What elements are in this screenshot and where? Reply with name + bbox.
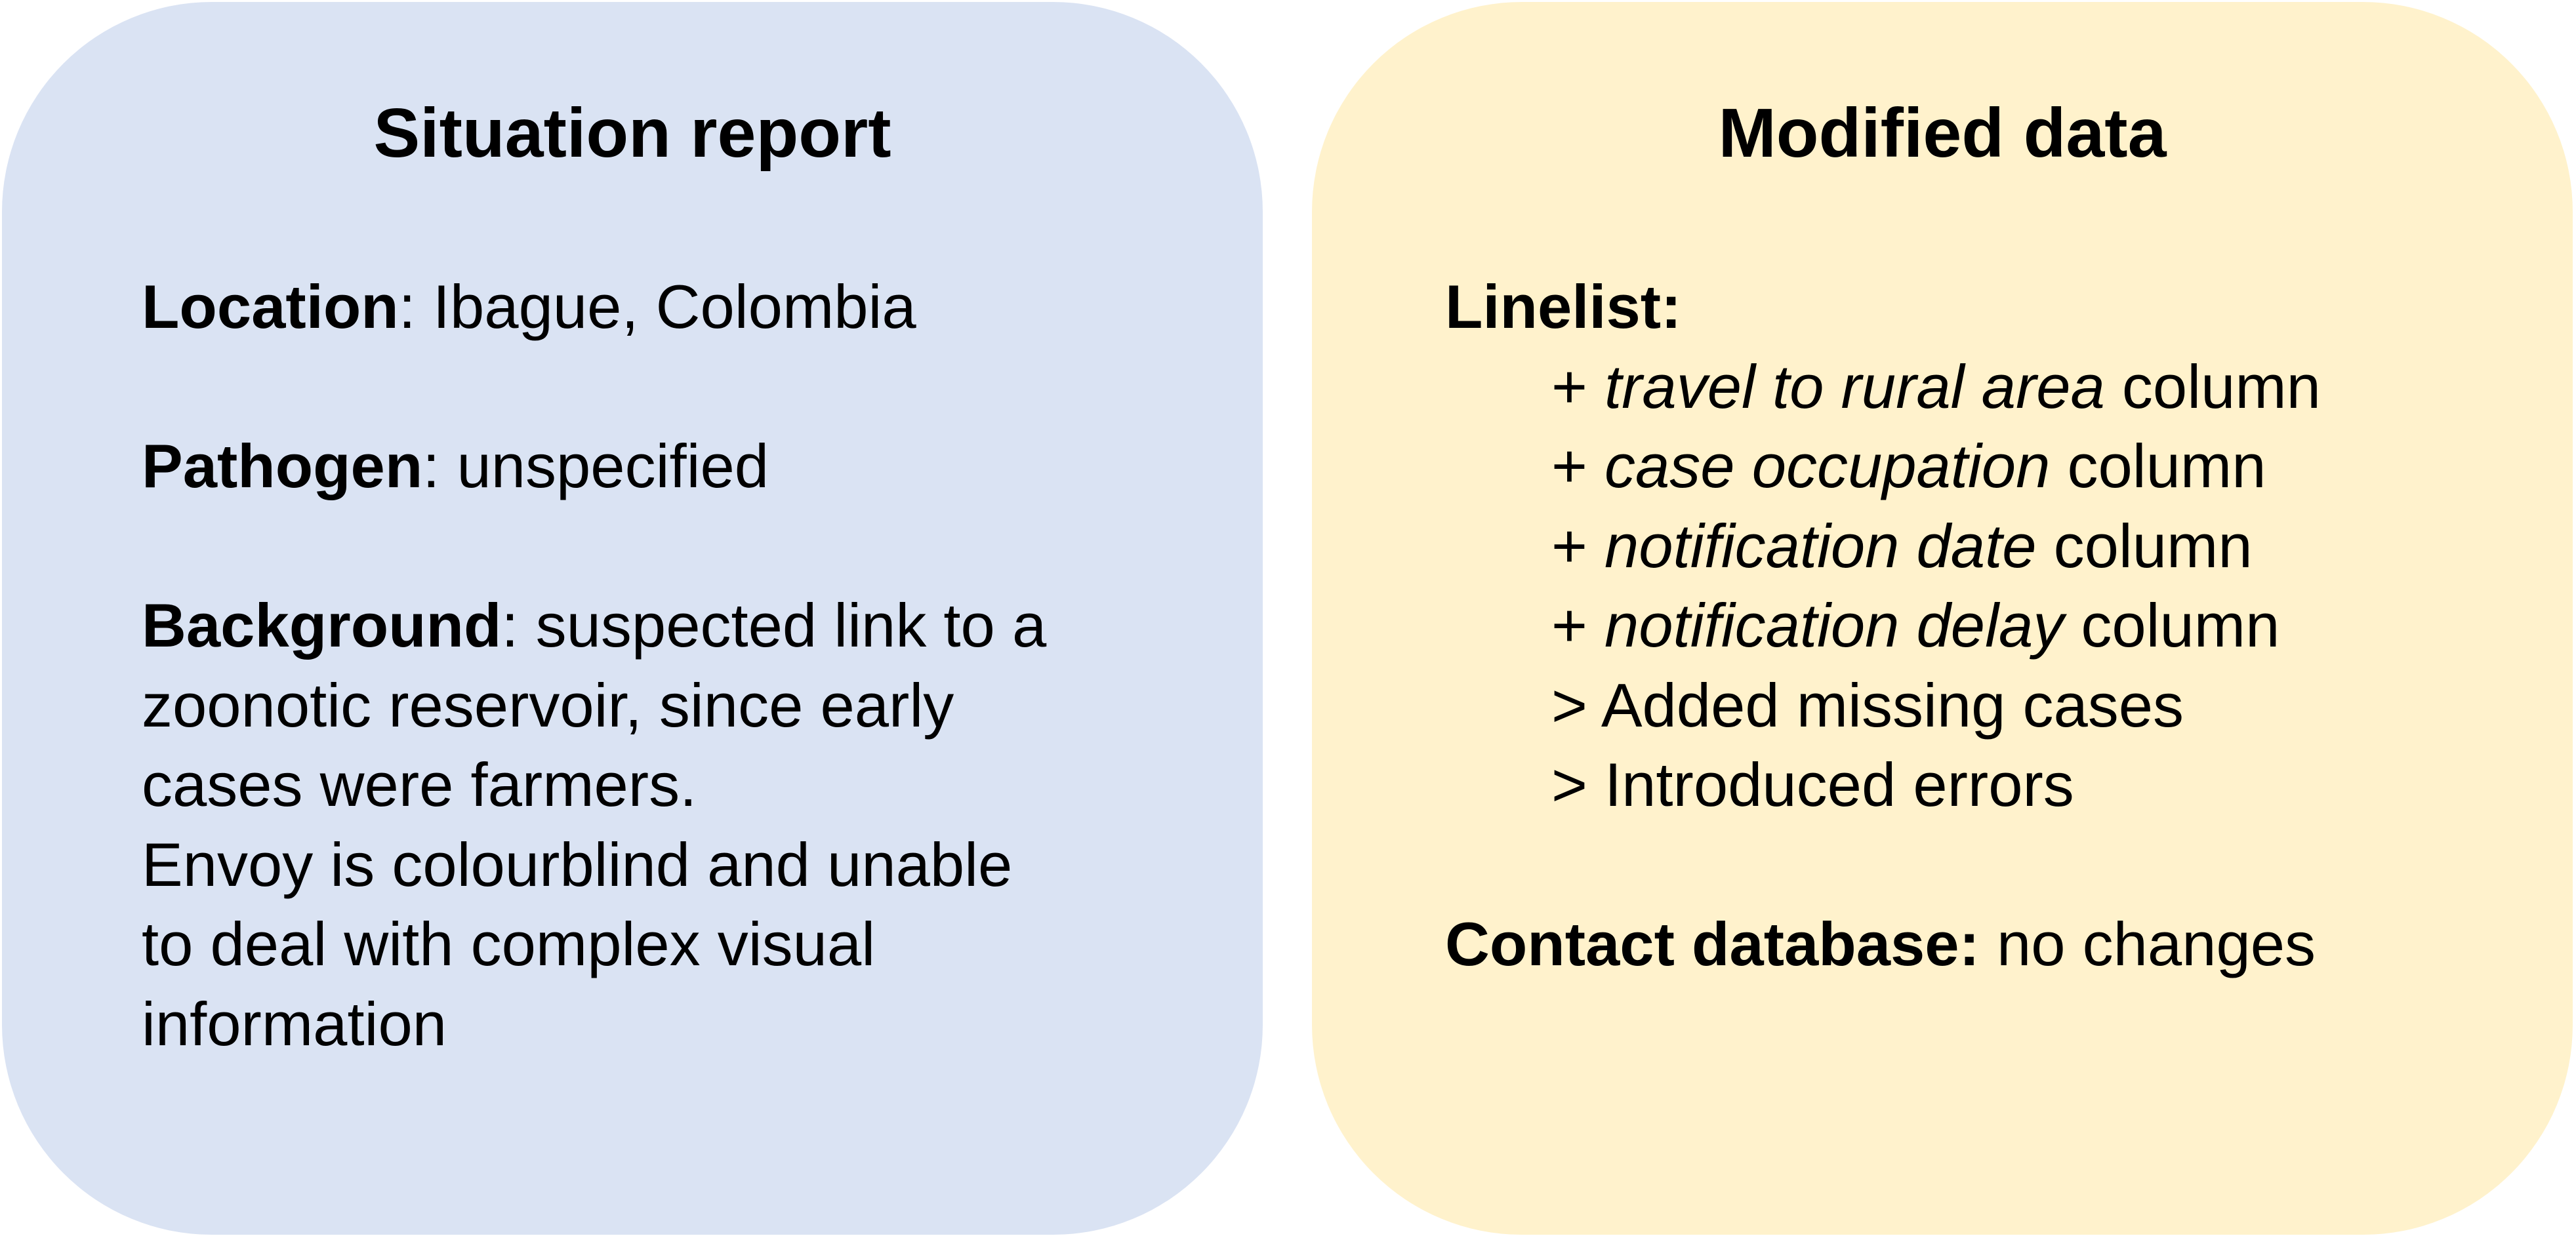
- column-prefix: +: [1551, 351, 1605, 421]
- linelist-label: Linelist:: [1445, 272, 1682, 341]
- contact-database-line: Contact database: no changes: [1445, 904, 2527, 984]
- added-column-item: + case occupation column: [1445, 426, 2527, 506]
- situation-report-title: Situation report: [373, 94, 891, 172]
- column-suffix: column: [2036, 511, 2253, 580]
- column-name: case occupation: [1605, 431, 2051, 500]
- background-separator: :: [501, 591, 519, 660]
- column-name: travel to rural area: [1605, 351, 2105, 421]
- pathogen-line: Pathogen: unspecified: [142, 426, 1191, 506]
- contact-database-value: no changes: [1979, 909, 2316, 978]
- location-separator: :: [398, 272, 416, 341]
- background-label: Background: [142, 591, 502, 660]
- column-suffix: column: [2064, 591, 2280, 660]
- column-suffix: column: [2050, 431, 2266, 500]
- spacer: [142, 506, 1191, 586]
- pathogen-value: unspecified: [440, 431, 769, 500]
- added-column-item: + notification delay column: [1445, 586, 2527, 666]
- added-column-item: + travel to rural area column: [1445, 347, 2527, 427]
- linelist-change-item: > Added missing cases: [1551, 670, 2184, 740]
- modified-data-body: Linelist: + travel to rural area column …: [1445, 267, 2527, 984]
- background-text: zoonotic reservoir, since early: [142, 670, 954, 740]
- column-suffix: column: [2104, 351, 2321, 421]
- column-prefix: +: [1551, 431, 1605, 500]
- background-text: Envoy is colourblind and unable: [142, 829, 1013, 899]
- background-text: information: [142, 989, 447, 1058]
- column-prefix: +: [1551, 591, 1605, 660]
- location-line: Location: Ibague, Colombia: [142, 267, 1191, 347]
- situation-report-panel: Situation report Location: Ibague, Colom…: [2, 2, 1263, 1235]
- background-text: suspected link to a: [518, 591, 1047, 660]
- location-label: Location: [142, 272, 399, 341]
- spacer: [1445, 825, 2527, 905]
- column-prefix: +: [1551, 511, 1605, 580]
- situation-report-body: Location: Ibague, Colombia Pathogen: uns…: [142, 267, 1191, 1064]
- contact-database-label: Contact database:: [1445, 909, 1980, 978]
- location-value: Ibague, Colombia: [415, 272, 916, 341]
- background-text: cases were farmers.: [142, 750, 697, 819]
- background-line: Background: suspected link to a: [142, 586, 1191, 666]
- column-name: notification delay: [1605, 591, 2064, 660]
- spacer: [142, 347, 1191, 427]
- pathogen-label: Pathogen: [142, 431, 423, 500]
- modified-data-title: Modified data: [1718, 94, 2167, 172]
- column-name: notification date: [1605, 511, 2037, 580]
- linelist-change-item: > Introduced errors: [1551, 750, 2074, 819]
- pathogen-separator: :: [422, 431, 440, 500]
- modified-data-panel: Modified data Linelist: + travel to rura…: [1312, 2, 2573, 1235]
- added-column-item: + notification date column: [1445, 506, 2527, 586]
- background-text: to deal with complex visual: [142, 909, 876, 978]
